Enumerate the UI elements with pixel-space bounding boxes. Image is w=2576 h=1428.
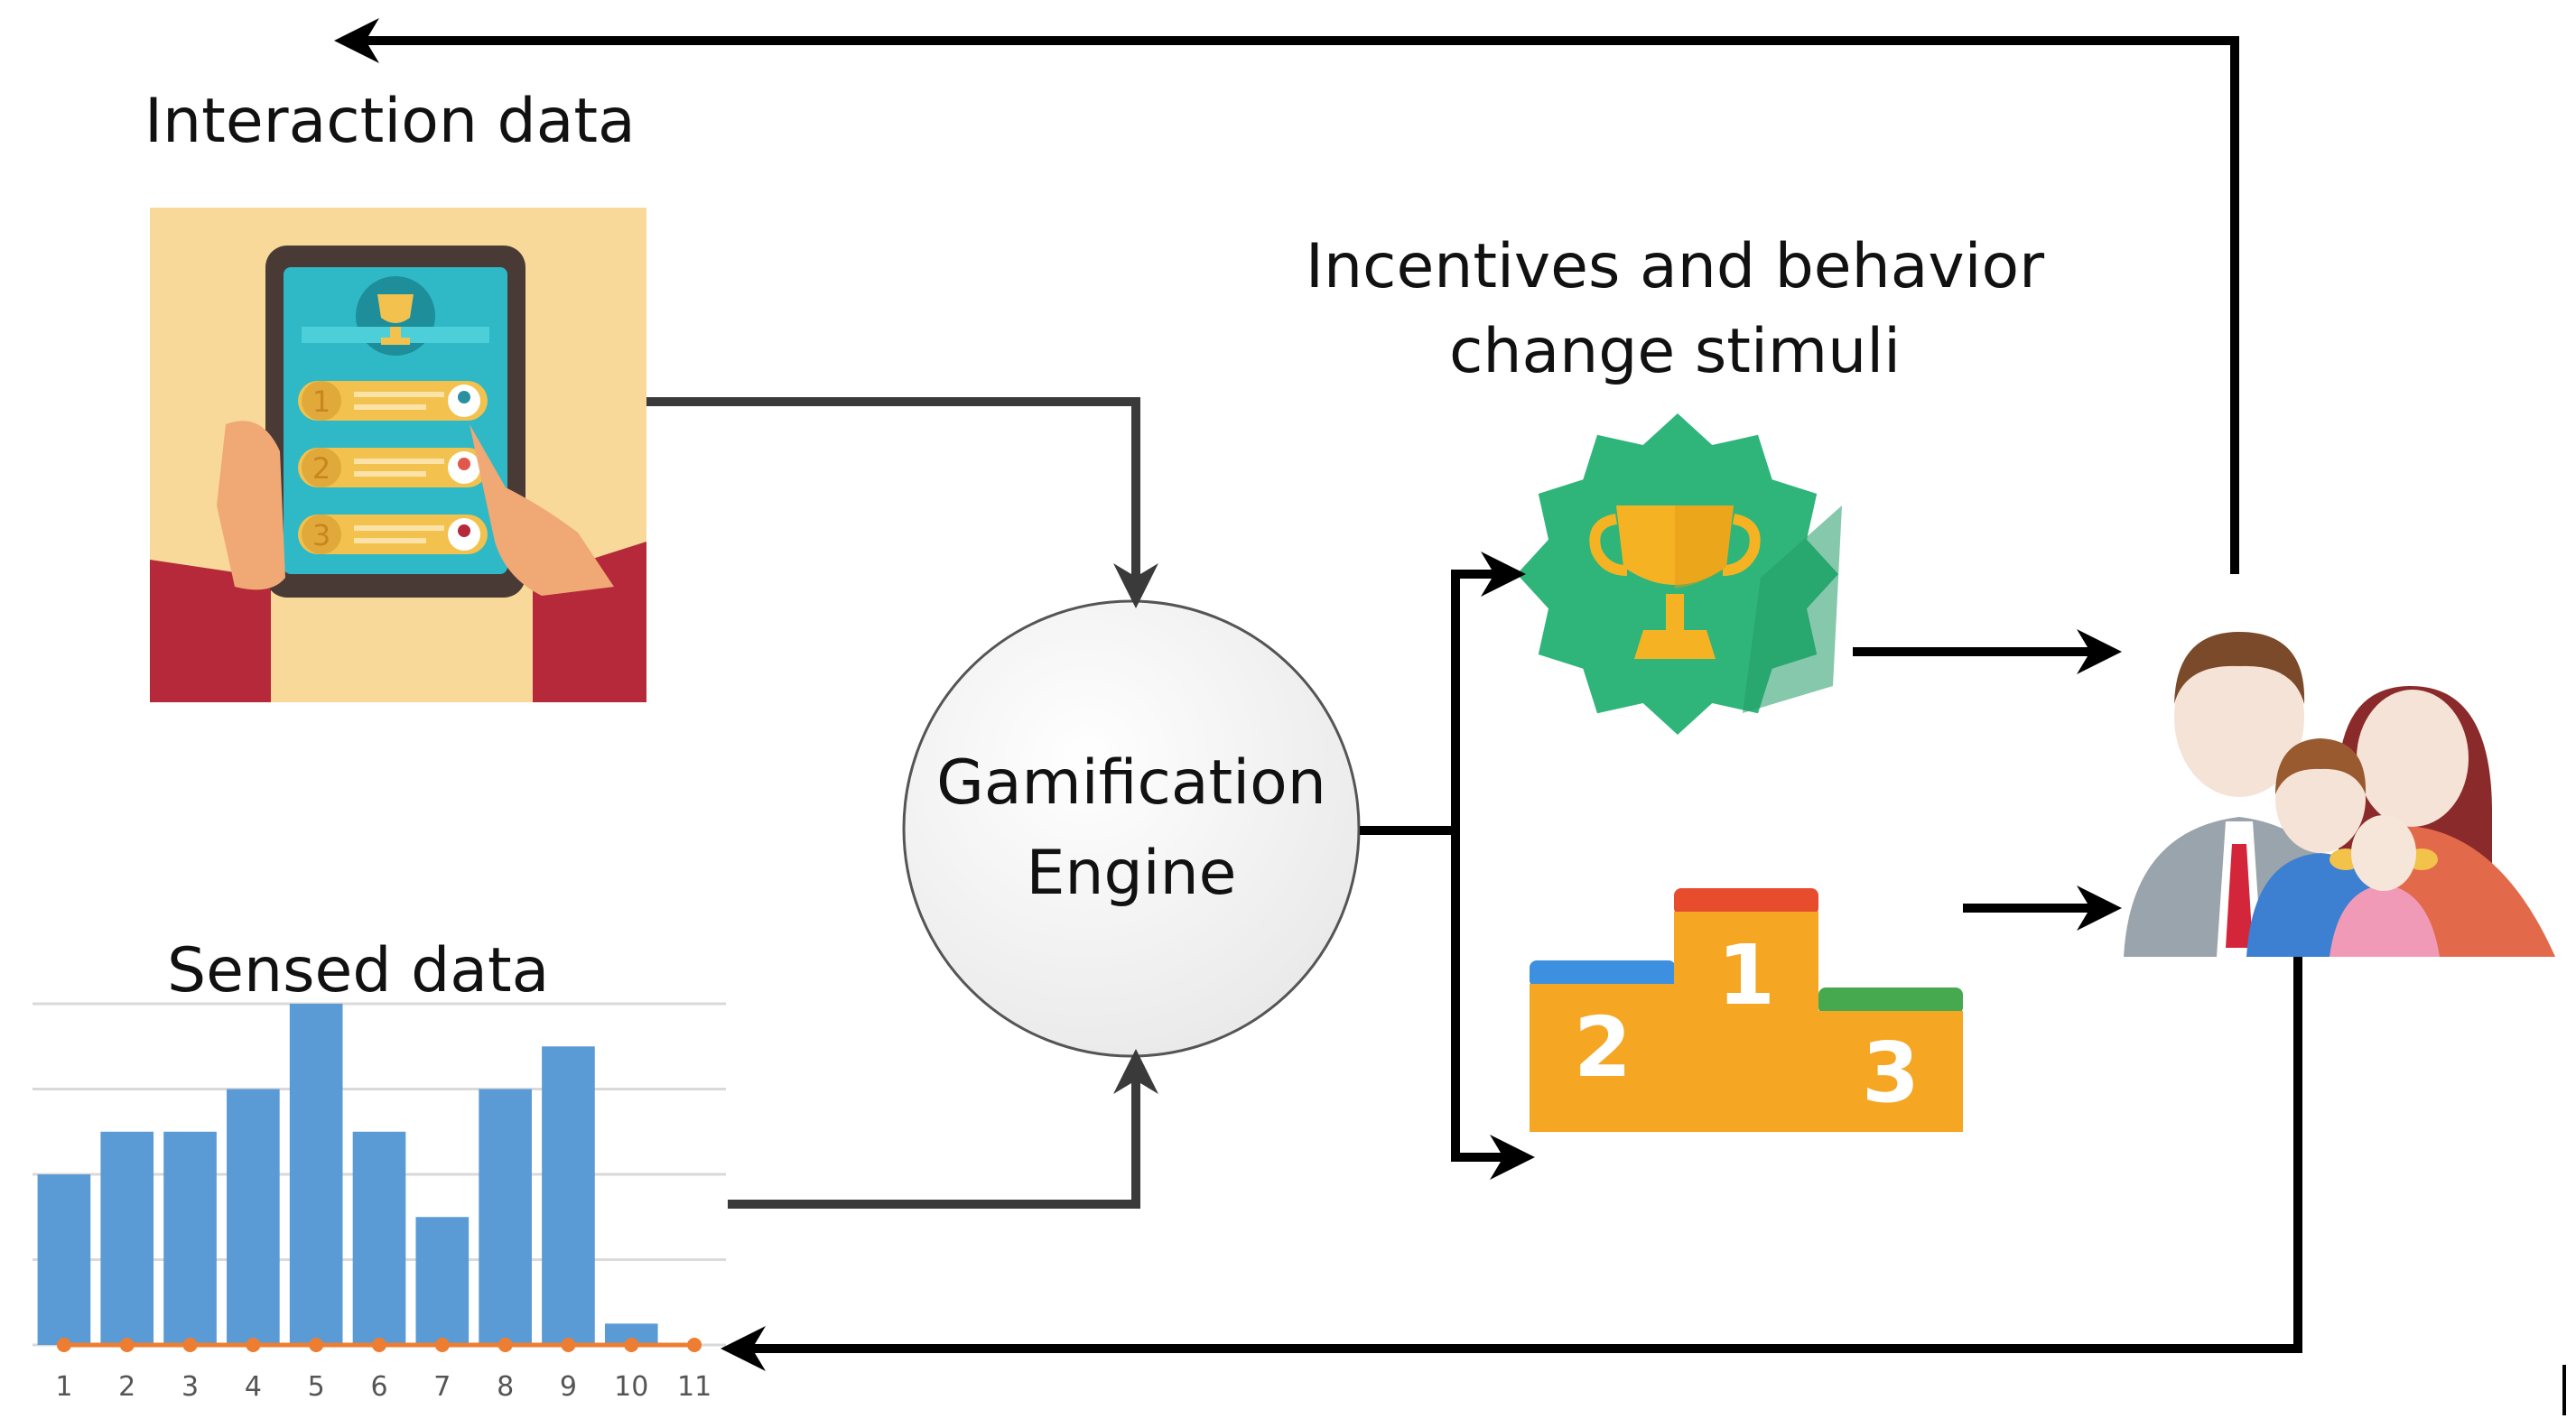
chart-bar	[227, 1089, 280, 1345]
tablet-rank-row: 3	[298, 515, 488, 554]
chart-bar	[542, 1046, 595, 1345]
podium-second-number: 2	[1574, 999, 1632, 1096]
girl-body	[2330, 885, 2440, 957]
tablet-rank-1: 1	[312, 385, 330, 419]
chart-bar	[352, 1131, 406, 1345]
interaction-to-engine-arrow	[646, 397, 1158, 608]
chart-tick-label: 5	[308, 1371, 325, 1403]
left-hand	[217, 421, 285, 590]
chart-baseline-point	[309, 1338, 324, 1352]
podium-second-cap	[1530, 960, 1676, 988]
trophy-badge-illustration	[1517, 413, 1842, 735]
chart-tick-label: 1	[55, 1371, 72, 1403]
podium-illustration: 2 1 3	[1530, 888, 1963, 1132]
bottom-feedback-arrow	[721, 957, 2302, 1371]
interaction-data-label: Interaction data	[144, 86, 636, 157]
chart-bar	[163, 1131, 217, 1345]
chart-tick-label: 10	[614, 1371, 648, 1403]
chart-tick-label: 8	[497, 1371, 514, 1403]
tablet-rank-row: 2	[298, 448, 488, 487]
chart-baseline-point	[624, 1338, 639, 1352]
chart-tick-label: 4	[245, 1371, 262, 1403]
mother-head	[2357, 690, 2469, 827]
chart-bar	[100, 1131, 154, 1345]
sensed-to-engine-arrow	[728, 1049, 1158, 1209]
left-arm	[150, 560, 271, 702]
chart-bar	[415, 1217, 470, 1345]
chart-tick-label: 7	[433, 1371, 451, 1403]
boy-hair	[2275, 738, 2367, 794]
top-feedback-arrow	[334, 18, 2239, 574]
gamification-engine-circle	[902, 599, 1361, 1058]
father-hair	[2174, 632, 2305, 704]
chart-tick-label: 9	[560, 1371, 577, 1403]
chart-tick-label: 3	[181, 1371, 199, 1403]
tablet-rank-3: 3	[312, 518, 330, 552]
chart-baseline-point	[372, 1338, 386, 1352]
engine-label-line2: Engine	[1026, 838, 1236, 909]
badge-shadow	[1743, 505, 1842, 713]
sensed-data-bar-chart: 1 2 3 4 5 6 7 8 9 10 11	[33, 1002, 726, 1403]
podium-second-block	[1530, 984, 1676, 1132]
podium-third-number: 3	[1862, 1025, 1920, 1121]
chart-tick-label: 2	[118, 1371, 135, 1403]
engine-label-line1: Gamification	[936, 747, 1326, 819]
chart-bar	[604, 1323, 658, 1345]
sensed-data-label: Sensed data	[167, 935, 549, 1006]
chart-tick-label: 6	[370, 1371, 387, 1403]
podium-third-cap	[1818, 988, 1963, 1015]
chart-baseline-point	[56, 1338, 71, 1352]
girl-head	[2351, 815, 2416, 891]
chart-baseline-point	[182, 1338, 198, 1352]
chart-baseline	[56, 1338, 702, 1352]
chart-baseline-point	[561, 1338, 576, 1352]
tablet-rank-2: 2	[312, 451, 330, 486]
chart-baseline-point	[434, 1338, 450, 1352]
incentives-label-line2: change stimuli	[1449, 316, 1901, 387]
chart-bar	[289, 1004, 343, 1345]
incentives-label-line1: Incentives and behavior	[1306, 231, 2044, 302]
trophy-icon	[377, 294, 414, 345]
family-users-icon	[2124, 632, 2555, 957]
tablet-rank-row: 1	[298, 381, 488, 421]
father-head	[2174, 638, 2304, 797]
chart-bar	[37, 1174, 91, 1345]
engine-to-podium-arrow	[1451, 830, 1535, 1180]
chart-tick-label: 11	[677, 1371, 711, 1403]
engine-to-badge-arrow	[1451, 552, 1526, 830]
chart-baseline-point	[498, 1338, 513, 1352]
chart-bar	[479, 1089, 532, 1345]
chart-bars	[37, 1004, 658, 1345]
trophy-icon	[1589, 505, 1761, 659]
podium-first-cap	[1674, 888, 1818, 915]
podium-first-block	[1674, 912, 1818, 1132]
right-hand	[470, 424, 614, 596]
podium-first-number: 1	[1717, 927, 1775, 1024]
podium-third-block	[1818, 1011, 1963, 1132]
edge-mark	[2562, 1365, 2566, 1415]
chart-baseline-point	[687, 1338, 702, 1352]
tablet-leaderboard-illustration: 1 2 3	[150, 208, 646, 702]
chart-baseline-point	[119, 1338, 135, 1352]
chart-baseline-point	[246, 1338, 261, 1352]
chart-tick-labels: 1 2 3 4 5 6 7 8 9 10 11	[55, 1371, 711, 1403]
